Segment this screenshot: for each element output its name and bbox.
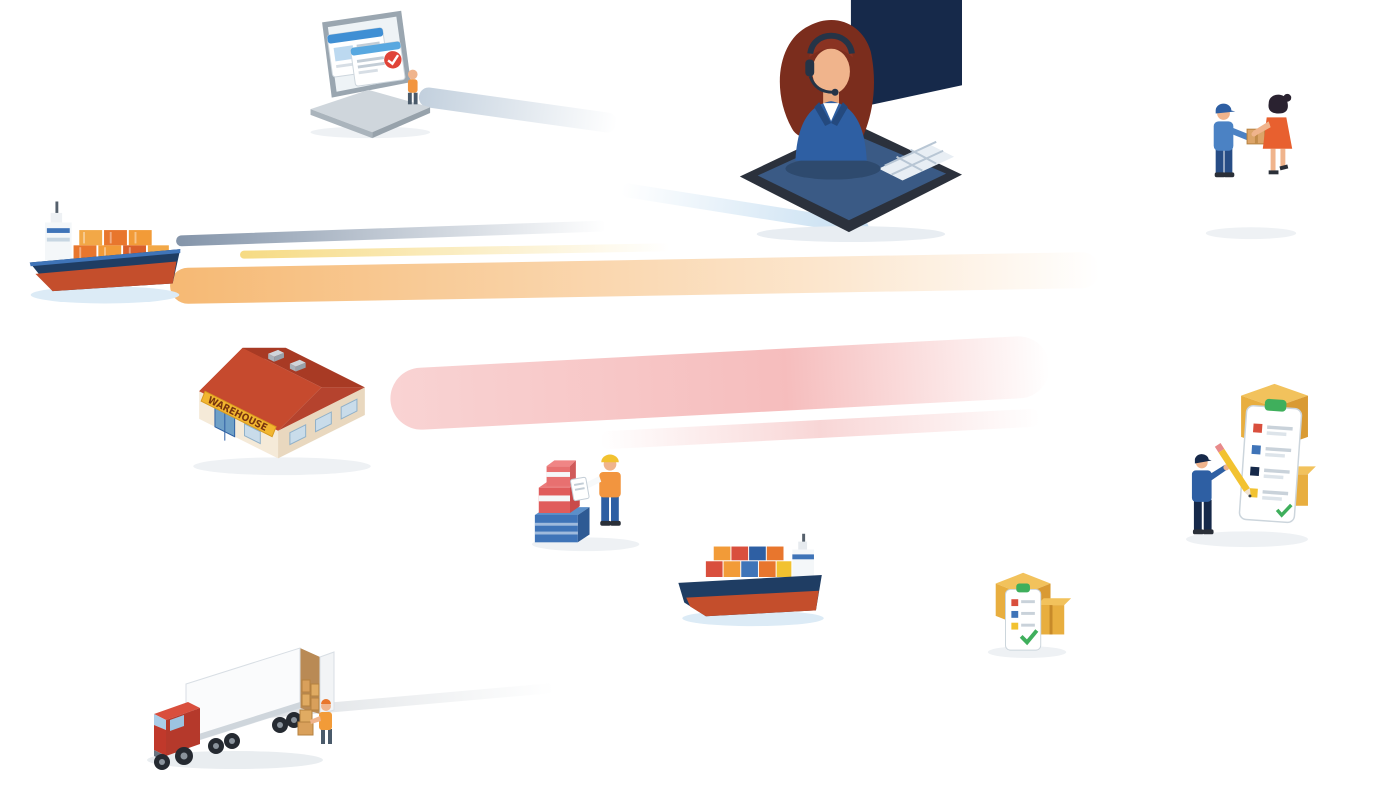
hull: [29, 249, 181, 292]
cab: [154, 702, 200, 762]
shirt: [823, 103, 840, 122]
superstructure: [44, 201, 72, 261]
customer-support-agent-icon: [712, 0, 970, 243]
warehouse-roof: [199, 347, 365, 431]
packing-worker-icon: [527, 433, 654, 555]
clip: [1016, 583, 1030, 593]
support-agent: [779, 19, 874, 161]
shopper-person: [407, 69, 418, 105]
inspector-person: [1191, 443, 1252, 535]
motion-streak-pink-2: [599, 408, 1041, 450]
window: [315, 411, 332, 433]
hair-fringe: [809, 38, 853, 58]
windshield: [154, 714, 166, 730]
window: [289, 424, 307, 446]
warehouse-icon: WAREHOUSE: [183, 340, 381, 483]
blazer: [795, 101, 867, 161]
inspector-shadow: [1186, 531, 1308, 548]
window: [340, 398, 358, 420]
clipboard: [570, 476, 590, 502]
couple-shadow: [1205, 227, 1297, 240]
cap: [1194, 454, 1212, 464]
truck-shadow: [147, 751, 323, 769]
boxes-checklist-icon: [982, 558, 1075, 661]
courier-customer-handoff-icon: [1192, 86, 1310, 243]
checklist-clipboard: [1238, 398, 1303, 524]
cap: [1215, 103, 1236, 114]
crate-stack: [534, 460, 590, 543]
container-ship-icon: [676, 520, 834, 633]
motion-streak-pink: [388, 334, 1052, 432]
check-icon: [1019, 629, 1039, 646]
cardboard-box: [1036, 598, 1072, 635]
clip: [1264, 398, 1287, 412]
ground-boxes: [297, 709, 314, 736]
motion-streak-gold: [239, 243, 671, 259]
delivery-truck-loading-icon: [140, 610, 340, 775]
motion-streak-orange: [169, 251, 1101, 305]
browser-window-back: [326, 27, 389, 78]
motion-streak-blue: [417, 86, 619, 134]
hard-hat-icon: [601, 454, 619, 463]
hair: [1268, 94, 1288, 114]
warehouse-shadow: [193, 457, 371, 476]
dress: [1262, 117, 1293, 149]
check-icon: [387, 54, 400, 66]
order-confirmation-card: [350, 41, 406, 87]
customer-person: [1251, 93, 1293, 175]
cabin: [792, 533, 814, 577]
vest: [599, 472, 621, 498]
motion-streak-navy: [175, 220, 607, 247]
pencil-icon: [1214, 443, 1252, 498]
hull: [678, 575, 822, 617]
laptop-online-order-icon: [293, 5, 438, 140]
cargo-ship-icon: [24, 190, 186, 314]
check-icon: [1275, 503, 1293, 518]
side-window: [170, 715, 184, 731]
containers: [705, 546, 792, 577]
water: [30, 286, 180, 304]
loader-person: [310, 699, 332, 744]
trailer: [185, 647, 335, 745]
cap: [321, 699, 331, 704]
headset-icon: [805, 32, 855, 96]
tablet-shadow: [756, 226, 946, 243]
open-door: [319, 651, 335, 715]
face: [812, 48, 850, 95]
navy-backdrop: [850, 0, 963, 110]
worker-person: [570, 454, 621, 526]
wheels: [154, 712, 302, 770]
checklist-clipboard: [1005, 583, 1042, 651]
inspector-giant-checklist-icon: [1178, 374, 1316, 551]
window: [244, 423, 261, 445]
